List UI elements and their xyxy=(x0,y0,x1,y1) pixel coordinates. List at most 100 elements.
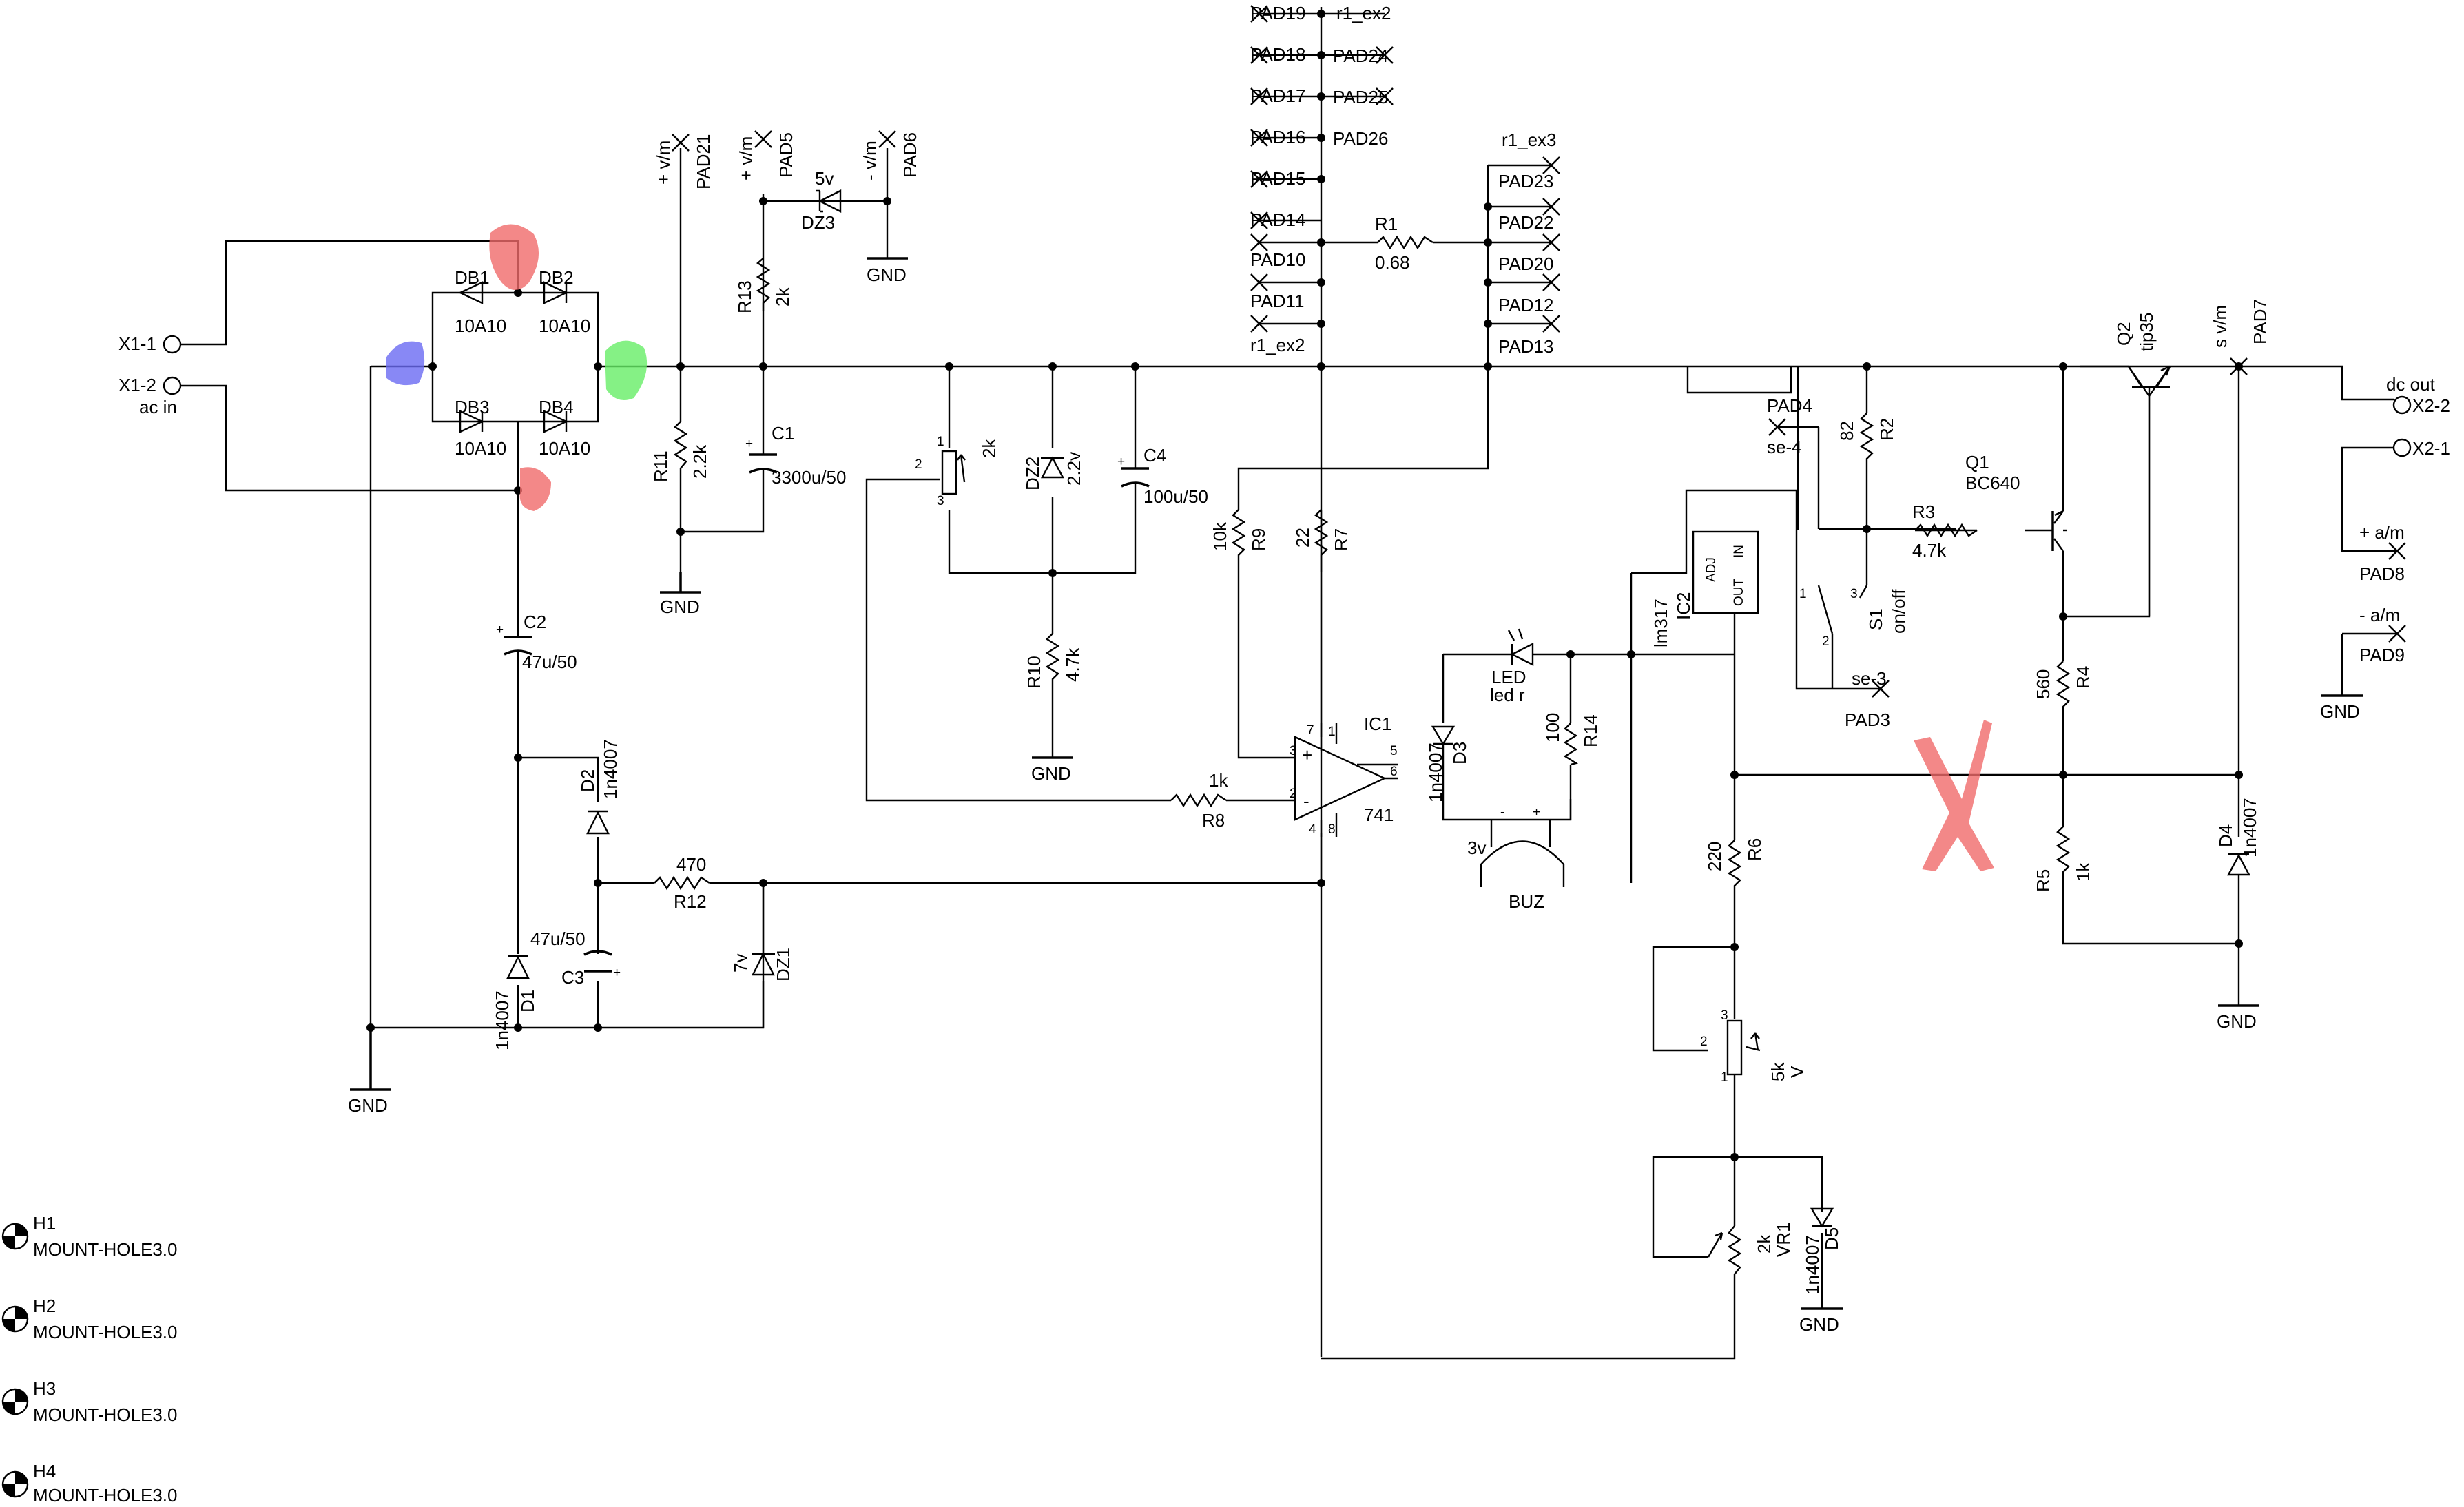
pad14[interactable]: PAD14 xyxy=(1250,209,1305,230)
ic2-adj-pin: ADJ xyxy=(1704,557,1719,582)
q1-value: BC640 xyxy=(1965,472,2020,493)
capacitor-c4: + C4 100u/50 xyxy=(1117,445,1208,510)
gnd-label-7: GND xyxy=(2320,701,2360,722)
r9-ref: R9 xyxy=(1248,528,1269,551)
r11-ref: R11 xyxy=(650,450,671,482)
resistor-r10: R10 4.7k xyxy=(1024,633,1083,689)
terminal-circle[interactable] xyxy=(2392,395,2412,415)
ic1-pin3: 3 xyxy=(1290,744,1297,758)
terminal-circle[interactable] xyxy=(163,376,182,395)
diode-db4: DB4 10A10 xyxy=(539,397,590,459)
s1-pin1: 1 xyxy=(1799,587,1807,601)
pad11[interactable]: PAD11 xyxy=(1250,291,1305,311)
capacitor-c1: + C1 3300u/50 xyxy=(745,423,846,489)
pad4[interactable]: PAD4 se-4 xyxy=(1767,395,1819,457)
h3-ref: H3 xyxy=(33,1378,56,1399)
switch-s1[interactable]: 1 3 2 S1 on/off xyxy=(1799,585,1909,689)
resistor-zigzag xyxy=(756,258,771,311)
c3-plus: + xyxy=(613,966,621,980)
r9-value: 10k xyxy=(1210,521,1230,551)
pot-body xyxy=(941,450,957,495)
buz-minus: - xyxy=(1500,805,1504,820)
diode-symbol xyxy=(459,410,484,433)
ref-db3: DB3 xyxy=(455,397,490,417)
diode-db2: DB2 10A10 xyxy=(539,267,590,336)
pad15[interactable]: PAD15 xyxy=(1250,168,1305,189)
ic1-value: 741 xyxy=(1364,804,1394,825)
c1-plus: + xyxy=(745,437,753,451)
pad21[interactable]: + v/m PAD21 xyxy=(653,134,714,189)
zener-dz1: 7v DZ1 xyxy=(730,948,794,981)
c3-value: 47u/50 xyxy=(530,928,586,949)
zener-dz3: 5v DZ3 xyxy=(801,168,842,233)
ic2-body xyxy=(1692,530,1759,614)
c4-value: 100u/50 xyxy=(1143,486,1208,507)
vr1-value: 2k xyxy=(1754,1234,1774,1254)
dz3-value: 5v xyxy=(815,168,834,189)
terminal-circle[interactable] xyxy=(163,335,182,354)
r7-value: 22 xyxy=(1292,528,1313,548)
pad12[interactable]: PAD12 xyxy=(1498,295,1553,315)
h2-name: MOUNT-HOLE3.0 xyxy=(33,1322,178,1342)
dz1-value: 7v xyxy=(730,954,751,973)
pad13[interactable]: PAD13 xyxy=(1498,336,1553,357)
connector-x1-1[interactable]: X1-1 xyxy=(118,333,182,354)
r14-value: 100 xyxy=(1542,713,1563,742)
green-mark xyxy=(605,340,648,401)
pad18[interactable]: PAD18 xyxy=(1250,44,1305,65)
h3-name: MOUNT-HOLE3.0 xyxy=(33,1404,178,1425)
r1-ref: R1 xyxy=(1375,214,1398,234)
pad17[interactable]: PAD17 xyxy=(1250,85,1305,106)
r13-ref: R13 xyxy=(734,280,755,313)
diode-symbol xyxy=(2226,853,2251,876)
pad25[interactable]: PAD25 xyxy=(1333,87,1388,107)
pad22[interactable]: PAD22 xyxy=(1498,212,1553,233)
ic2-out-pin: OUT xyxy=(1732,579,1746,607)
s1-pin2: 2 xyxy=(1822,634,1830,649)
pad9-ref: PAD9 xyxy=(2359,645,2405,665)
pad23[interactable]: PAD23 xyxy=(1498,171,1553,191)
pad26[interactable]: PAD26 xyxy=(1333,128,1388,149)
connector-x2-2[interactable]: dc out X2-2 xyxy=(2386,374,2450,416)
r4-ref: R4 xyxy=(2073,666,2093,689)
pad-stack-left: PAD19 PAD18 PAD17 PAD16 PAD15 PAD14 PAD1… xyxy=(1250,3,1305,355)
pad5[interactable]: + v/m PAD5 xyxy=(736,130,796,180)
q2-value: tip35 xyxy=(2136,313,2157,351)
q2-ref: Q2 xyxy=(2113,322,2134,346)
label-ac-in: ac in xyxy=(139,397,177,417)
terminal-circle[interactable] xyxy=(2392,438,2412,457)
connector-x1-2[interactable]: X1-2 ac in xyxy=(118,375,182,417)
pad24[interactable]: PAD24 xyxy=(1333,45,1388,66)
resistor-r11: R11 2.2k xyxy=(650,421,710,482)
cap-plate-top xyxy=(583,950,612,956)
pad3[interactable]: se-3 PAD3 xyxy=(1845,668,1890,730)
c3-ref: C3 xyxy=(561,967,584,988)
pad-x-mark xyxy=(672,134,690,152)
pad-x-marks xyxy=(1250,5,1268,333)
diode-symbol xyxy=(1810,1207,1834,1228)
pad8-net: + a/m xyxy=(2359,522,2405,543)
h4-ref: H4 xyxy=(33,1461,56,1482)
cap-plate-bottom xyxy=(749,468,778,474)
pad20[interactable]: PAD20 xyxy=(1498,253,1553,274)
pad5-net: + v/m xyxy=(736,136,756,180)
pad21-ref: PAD21 xyxy=(693,134,714,189)
pad6[interactable]: - v/m PAD6 xyxy=(860,130,920,180)
ic1-pin8: 8 xyxy=(1328,822,1336,837)
ic2-value: lm317 xyxy=(1650,599,1671,647)
r11-value: 2.2k xyxy=(690,444,710,479)
pot-body xyxy=(1726,1019,1743,1076)
pad10[interactable]: PAD10 xyxy=(1250,249,1305,270)
pad8[interactable]: + a/m PAD8 xyxy=(2359,522,2406,584)
pad-x-marks xyxy=(1376,46,1394,105)
label-dc-out: dc out xyxy=(2386,374,2436,395)
pad16[interactable]: PAD16 xyxy=(1250,127,1305,147)
pad19[interactable]: PAD19 xyxy=(1250,3,1305,23)
diode-db3: DB3 10A10 xyxy=(455,397,506,459)
gnd-label-3: GND xyxy=(867,264,907,285)
ic1-pin4: 4 xyxy=(1309,822,1316,837)
connector-x2-1[interactable]: X2-1 xyxy=(2392,438,2450,459)
pad9[interactable]: - a/m PAD9 xyxy=(2359,605,2406,665)
pad-stack-right: r1_ex3 PAD23 PAD22 PAD20 PAD12 PAD13 xyxy=(1498,129,1560,357)
r4-value: 560 xyxy=(2033,669,2053,699)
